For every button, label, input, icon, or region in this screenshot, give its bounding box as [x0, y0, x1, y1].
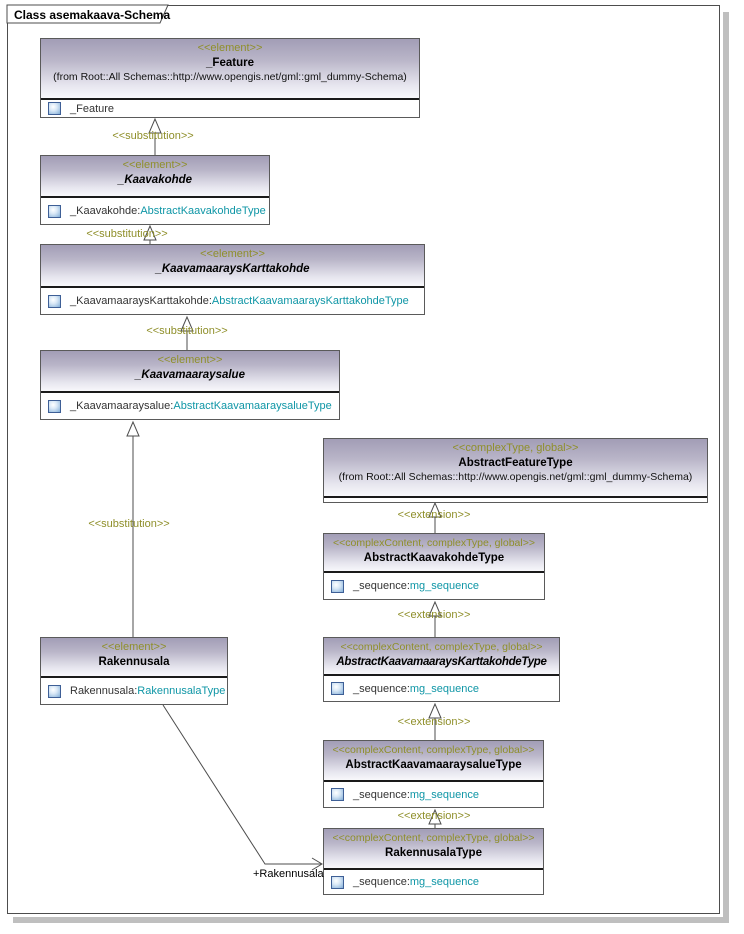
- class-header: <<element>> _Kaavamaaraysalue: [41, 351, 339, 391]
- attributes-compartment: _sequence:mg_sequence: [324, 674, 559, 701]
- class-name: RakennusalaType: [385, 847, 482, 859]
- attribute-row: _sequence:mg_sequence: [353, 876, 479, 888]
- extension-connector-kaavakohdetype-featuretype[interactable]: [428, 501, 442, 533]
- attributes-compartment: _Feature: [41, 98, 419, 117]
- extension-connector-karttakohdetype-kaavakohdetype[interactable]: [428, 600, 442, 637]
- attribute-icon: [48, 204, 61, 218]
- stereotype-label: <<complexContent, complexType, global>>: [333, 537, 535, 549]
- attributes-compartment: Rakennusala:RakennusalaType: [41, 676, 227, 704]
- attribute-row: _Kaavakohde:AbstractKaavakohdeType: [70, 205, 266, 217]
- class-name: AbstractKaavamaaraysalueType: [345, 759, 522, 771]
- frame-title-tab: [6, 4, 169, 24]
- class-box-abstractfeaturetype[interactable]: <<complexType, global>> AbstractFeatureT…: [323, 438, 708, 503]
- class-name: _Kaavakohde: [117, 174, 193, 186]
- frame-shadow-right: [723, 12, 729, 918]
- stereotype-label: <<element>>: [157, 354, 223, 366]
- stereotype-label: <<complexType, global>>: [452, 442, 579, 454]
- class-box-abstractkaavakohdetype[interactable]: <<complexContent, complexType, global>> …: [323, 533, 545, 600]
- extension-connector-rakennusalatype-aluetype[interactable]: [428, 808, 442, 828]
- class-name: _Feature: [206, 57, 254, 69]
- class-box-kaavamaaraysalue[interactable]: <<element>> _Kaavamaaraysalue _Kaavamaar…: [40, 350, 340, 420]
- substitution-connector-rakennusala-alue[interactable]: [126, 420, 140, 637]
- substitution-label-2: <<substitution>>: [86, 228, 168, 240]
- attribute-row: _sequence:mg_sequence: [353, 788, 479, 801]
- substitution-connector-alue-karttakohde[interactable]: [180, 315, 194, 350]
- attribute-icon: [331, 788, 344, 801]
- class-header: <<element>> Rakennusala: [41, 638, 227, 676]
- attribute-row: _sequence:mg_sequence: [353, 682, 479, 695]
- attributes-compartment: _sequence:mg_sequence: [324, 868, 543, 894]
- class-box-kaavakohde[interactable]: <<element>> _Kaavakohde _Kaavakohde:Abst…: [40, 155, 270, 225]
- attribute-row: _sequence:mg_sequence: [353, 580, 479, 592]
- class-header: <<complexContent, complexType, global>> …: [324, 534, 544, 571]
- extension-label-2: <<extension>>: [397, 609, 471, 621]
- extension-connector-aluetype-karttakohdetype[interactable]: [428, 702, 442, 740]
- attributes-compartment: _Kaavakohde:AbstractKaavakohdeType: [41, 196, 269, 224]
- stereotype-label: <<element>>: [200, 248, 265, 260]
- extension-label-3: <<extension>>: [397, 716, 471, 728]
- class-header: <<element>> _KaavamaaraysKarttakohde: [41, 245, 424, 286]
- substitution-label-4: <<substitution>>: [88, 518, 170, 530]
- attribute-row: _KaavamaaraysKarttakohde:AbstractKaavama…: [70, 295, 409, 307]
- class-box-rakennusala[interactable]: <<element>> Rakennusala Rakennusala:Rake…: [40, 637, 228, 705]
- stereotype-label: <<element>>: [122, 159, 188, 171]
- substitution-connector-kaavakohde-feature[interactable]: [148, 117, 162, 155]
- substitution-connector-karttakohde-kaavakohde[interactable]: [143, 224, 157, 244]
- class-name: AbstractFeatureType: [458, 457, 573, 469]
- attributes-compartment: _KaavamaaraysKarttakohde:AbstractKaavama…: [41, 286, 424, 314]
- frame-shadow-bottom: [13, 917, 729, 923]
- class-box-rakennusalatype[interactable]: <<complexContent, complexType, global>> …: [323, 828, 544, 895]
- class-from-note: (from Root::All Schemas::http://www.open…: [338, 471, 693, 483]
- attribute-icon: [48, 102, 61, 115]
- extension-label-4: <<extension>>: [397, 810, 471, 822]
- class-box-abstractkaavamaarayskarttakohdetype[interactable]: <<complexContent, complexType, global>> …: [323, 637, 560, 702]
- class-name: _Kaavamaaraysalue: [135, 369, 245, 381]
- class-header: <<complexContent, complexType, global>> …: [324, 741, 543, 780]
- stereotype-label: <<complexContent, complexType, global>>: [332, 832, 535, 844]
- class-box-abstractkaavamaaraysaluetype[interactable]: <<complexContent, complexType, global>> …: [323, 740, 544, 808]
- attributes-compartment: _sequence:mg_sequence: [324, 571, 544, 599]
- class-name: Rakennusala: [98, 656, 170, 668]
- stereotype-label: <<element>>: [197, 42, 263, 54]
- substitution-label-1: <<substitution>>: [112, 130, 194, 142]
- class-header: <<complexType, global>> AbstractFeatureT…: [324, 439, 707, 496]
- class-header: <<element>> _Kaavakohde: [41, 156, 269, 196]
- class-header: <<complexContent, complexType, global>> …: [324, 829, 543, 868]
- frame-title: Class asemakaava-Schema: [14, 8, 171, 22]
- class-name: AbstractKaavakohdeType: [363, 552, 505, 564]
- attribute-icon: [331, 579, 344, 593]
- class-header: <<complexContent, complexType, global>> …: [324, 638, 559, 674]
- attribute-row: _Feature: [70, 102, 115, 115]
- attributes-compartment: [324, 496, 707, 502]
- extension-label-1: <<extension>>: [397, 509, 471, 521]
- attribute-row: _Kaavamaaraysalue:AbstractKaavamaaraysal…: [70, 400, 332, 412]
- class-name: AbstractKaavamaaraysKarttakohdeType: [336, 656, 547, 668]
- attributes-compartment: _Kaavamaaraysalue:AbstractKaavamaaraysal…: [41, 391, 339, 419]
- attribute-icon: [331, 875, 344, 889]
- class-name: _KaavamaaraysKarttakohde: [155, 263, 310, 275]
- class-from-note: (from Root::All Schemas::http://www.open…: [53, 71, 407, 83]
- attributes-compartment: _sequence:mg_sequence: [324, 780, 543, 807]
- class-box-kaavamaarays-karttakohde[interactable]: <<element>> _KaavamaaraysKarttakohde _Ka…: [40, 244, 425, 315]
- stereotype-label: <<complexContent, complexType, global>>: [340, 641, 543, 653]
- attribute-icon: [331, 682, 344, 695]
- class-header: <<element>> _Feature (from Root::All Sch…: [41, 39, 419, 98]
- attribute-icon: [48, 399, 61, 413]
- attribute-row: Rakennusala:RakennusalaType: [70, 685, 226, 697]
- substitution-label-3: <<substitution>>: [146, 325, 228, 337]
- association-role-label: +Rakennusala: [253, 868, 324, 880]
- attribute-icon: [48, 294, 61, 308]
- attribute-icon: [48, 684, 61, 698]
- association-connector-rakennusala-rakennusalatype[interactable]: [162, 704, 323, 871]
- stereotype-label: <<element>>: [101, 641, 167, 653]
- stereotype-label: <<complexContent, complexType, global>>: [332, 744, 535, 756]
- class-box-feature[interactable]: <<element>> _Feature (from Root::All Sch…: [40, 38, 420, 118]
